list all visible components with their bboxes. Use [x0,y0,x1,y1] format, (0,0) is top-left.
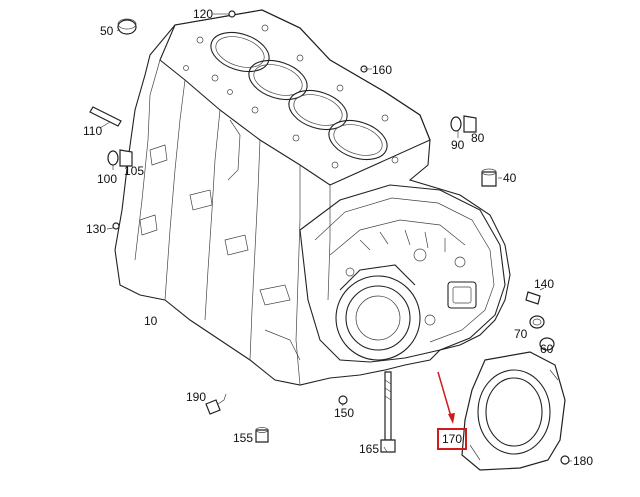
part-190-sensor [205,393,227,415]
part-155-sleeve [255,427,269,443]
callout-165: 165 [359,442,380,456]
callout-100: 100 [97,172,118,186]
part-100-105-plug [107,149,133,171]
part-150 [338,395,348,405]
callout-150: 150 [334,406,355,420]
part-50-plug [117,18,137,35]
callout-120: 120 [193,7,214,21]
part-110-pin [89,106,122,129]
callout-80: 80 [471,131,485,145]
callout-170-highlight: 170 [437,428,468,450]
callout-10: 10 [144,314,158,328]
callout-105: 105 [124,164,145,178]
part-170-seal-carrier [461,351,566,471]
part-120 [213,10,236,18]
callout-40: 40 [503,171,517,185]
callout-90: 90 [451,138,465,152]
callout-110: 110 [83,124,103,138]
part-130 [112,222,120,230]
part-40-sleeve [481,168,497,187]
callout-160: 160 [372,63,393,77]
callout-140: 140 [534,277,555,291]
callout-190: 190 [186,390,207,404]
leader-lines [106,28,572,462]
callout-155: 155 [233,431,254,445]
callout-130: 130 [86,222,107,236]
callout-50: 50 [100,24,114,38]
part-90-80-seal [450,115,477,138]
part-140-70-60 [525,291,555,351]
callout-60: 60 [540,342,554,356]
part-165-bolt [380,371,396,453]
highlight-arrow [437,371,455,424]
callout-70: 70 [514,327,528,341]
engine-block [114,9,511,386]
callout-180: 180 [573,454,594,468]
part-180-bolt [560,455,570,465]
